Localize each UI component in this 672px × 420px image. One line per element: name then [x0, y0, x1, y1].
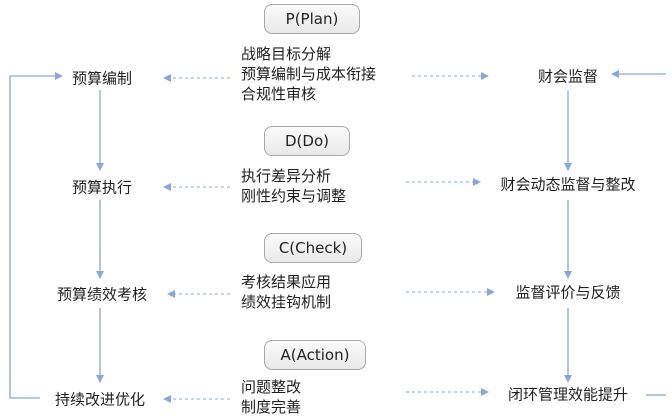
left-step-continuous-improvement: 持续改进优化 — [54, 390, 146, 409]
check-description: 考核结果应用 绩效挂钩机制 — [241, 272, 331, 312]
phase-box-action: A(Action) — [264, 340, 366, 370]
check-line-1: 考核结果应用 — [241, 273, 332, 291]
check-line-2: 绩效挂钩机制 — [241, 293, 332, 311]
left-step-performance-assessment: 预算绩效考核 — [56, 285, 148, 304]
left-feedback-loop — [9, 72, 63, 399]
plan-line-2: 预算编制与成本衔接 — [241, 65, 377, 83]
phase-box-check: C(Check) — [264, 233, 362, 263]
phase-box-plan: P(Plan) — [264, 4, 360, 34]
plan-line-3: 合规性审核 — [241, 85, 317, 103]
action-line-2: 制度完善 — [241, 398, 302, 416]
right-step-evaluation-feedback: 监督评价与反馈 — [515, 283, 621, 302]
left-step-budget-preparation: 预算编制 — [71, 69, 133, 88]
action-description: 问题整改 制度完善 — [241, 377, 301, 417]
plan-description: 战略目标分解 预算编制与成本衔接 合规性审核 — [241, 44, 376, 104]
action-line-1: 问题整改 — [241, 378, 302, 396]
do-line-2: 刚性约束与调整 — [241, 187, 347, 205]
do-description: 执行差异分析 刚性约束与调整 — [241, 166, 346, 206]
plan-line-1: 战略目标分解 — [241, 45, 332, 63]
phase-box-do: D(Do) — [264, 126, 350, 156]
right-step-dynamic-supervision: 财会动态监督与整改 — [500, 175, 636, 194]
right-step-financial-supervision: 财会监督 — [537, 67, 599, 86]
left-step-budget-execution: 预算执行 — [71, 178, 133, 197]
right-step-closed-loop: 闭环管理效能提升 — [507, 385, 629, 404]
do-line-1: 执行差异分析 — [241, 167, 332, 185]
